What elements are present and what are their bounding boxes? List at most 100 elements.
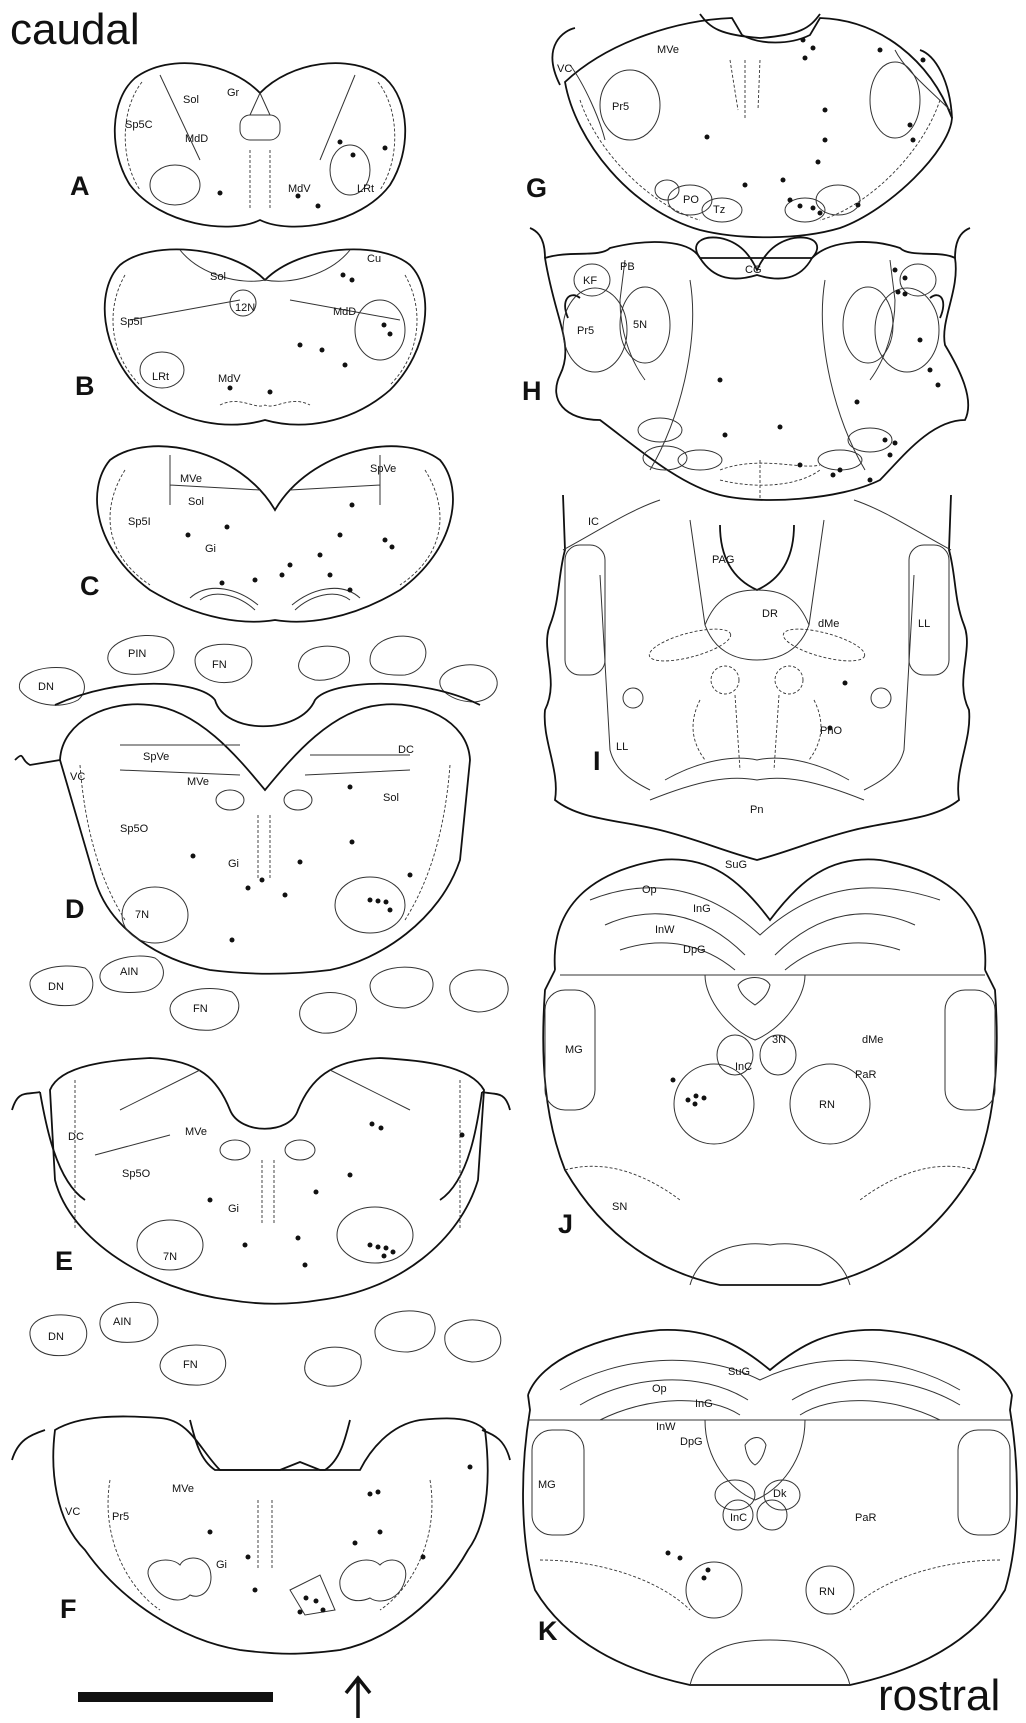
b-label-lrt: LRt [152,371,169,383]
a-label-sp5c: Sp5C [125,119,153,131]
cer2-label-ain: AIN [120,966,138,978]
k-label-op: Op [652,1383,667,1395]
c-label-sol: Sol [188,496,204,508]
c-label-gi: Gi [205,543,216,555]
j-label-sug: SuG [725,859,747,871]
f-label-gi: Gi [216,1559,227,1571]
cer2-label-fn: FN [193,1003,208,1015]
j-label-mg: MG [565,1044,583,1056]
c-label-mve: MVe [180,473,202,485]
panel-e: MVe DC Sp5O Gi 7N E [12,1058,510,1304]
panel-f: MVe VC Pr5 Gi F [12,1416,510,1653]
d-label-sol: Sol [383,792,399,804]
h-label-5n: 5N [633,319,647,331]
j-label-op: Op [642,884,657,896]
cer1-label-dn: DN [38,681,54,693]
k-label-inc: InC [730,1512,747,1524]
cerebellar-nuclei-2: AIN DN FN [30,956,508,1033]
cer3-label-dn: DN [48,1331,64,1343]
panel-label-b: B [75,371,95,401]
panel-i: IC PAG DR dMe LL PnO LL Pn I [545,495,970,860]
i-label-ll-left: LL [616,741,628,753]
i-label-ic: IC [588,516,599,528]
j-label-dme: dMe [862,1034,883,1046]
f-label-pr5: Pr5 [112,1511,129,1523]
c-label-spve: SpVe [370,463,396,475]
g-label-tz: Tz [713,204,725,216]
b-label-12n: 12N [235,302,255,314]
f-label-mve: MVe [172,1483,194,1495]
d-label-7n: 7N [135,909,149,921]
panel-c: MVe SpVe Sol Sp5I Gi C [80,446,453,621]
j-label-dpg: DpG [683,944,706,956]
e-label-gi: Gi [228,1203,239,1215]
g-label-vc: VC [557,63,572,75]
cer1-label-fn: FN [212,659,227,671]
d-label-gi: Gi [228,858,239,870]
h-label-cg: CG [745,264,762,276]
c-label-sp5i: Sp5I [128,516,151,528]
k-label-inw: InW [656,1421,676,1433]
k-label-dpg: DpG [680,1436,703,1448]
cerebellar-nuclei-1: PIN FN DN [19,635,497,705]
j-label-par: PaR [855,1069,876,1081]
g-label-mve: MVe [657,44,679,56]
i-label-dme: dMe [818,618,839,630]
i-label-pn: Pn [750,804,763,816]
b-label-cu: Cu [367,253,381,265]
k-label-dk: Dk [773,1488,787,1500]
panel-label-i: I [593,746,601,776]
i-label-pag: PAG [712,554,734,566]
g-label-po: PO [683,194,699,206]
panel-label-c: C [80,571,100,601]
d-label-spve: SpVe [143,751,169,763]
f-label-vc: VC [65,1506,80,1518]
k-label-mg: MG [538,1479,556,1491]
e-label-7n: 7N [163,1251,177,1263]
j-label-ing: InG [693,903,711,915]
scale-bar [78,1692,273,1702]
panel-label-f: F [60,1594,77,1624]
panel-k: SuG Op InG InW DpG Dk MG InC PaR RN K [523,1330,1017,1685]
panel-label-e: E [55,1246,73,1276]
panel-label-g: G [526,173,547,203]
j-label-rn: RN [819,1099,835,1111]
a-label-mdd: MdD [185,133,208,145]
k-label-sug: SuG [728,1366,750,1378]
d-label-dc: DC [398,744,414,756]
h-label-pr5: Pr5 [577,325,594,337]
caudal-label: caudal [10,5,140,54]
e-label-sp5o: Sp5O [122,1168,151,1180]
i-label-dr: DR [762,608,778,620]
g-label-pr5: Pr5 [612,101,629,113]
panel-a: Gr Sol Sp5C MdD MdV LRt A [70,63,405,227]
panel-j: SuG Op InG InW DpG 3N MG dMe InC PaR RN … [543,859,997,1285]
a-label-sol: Sol [183,94,199,106]
k-label-rn: RN [819,1586,835,1598]
cer2-label-dn: DN [48,981,64,993]
b-label-mdv: MdV [218,373,241,385]
j-label-inc: InC [735,1061,752,1073]
cer3-label-ain: AIN [113,1316,131,1328]
b-label-sol: Sol [210,271,226,283]
panel-label-k: K [538,1616,558,1646]
panel-label-h: H [522,376,542,406]
j-label-inw: InW [655,924,675,936]
j-label-sn: SN [612,1201,627,1213]
panel-d: DC SpVe VC MVe Sol Sp5O Gi 7N D [15,684,480,974]
panel-label-d: D [65,894,85,924]
b-label-sp5i: Sp5I [120,316,143,328]
up-arrow-icon [346,1678,370,1718]
e-label-dc: DC [68,1131,84,1143]
h-label-pb: PB [620,261,635,273]
j-label-3n: 3N [772,1034,786,1046]
rostral-label: rostral [878,1671,1000,1720]
a-label-gr: Gr [227,87,240,99]
panel-label-a: A [70,171,90,201]
k-label-par: PaR [855,1512,876,1524]
d-label-sp5o: Sp5O [120,823,149,835]
cer3-label-fn: FN [183,1359,198,1371]
a-label-lrt: LRt [357,183,374,195]
h-label-kf: KF [583,275,597,287]
